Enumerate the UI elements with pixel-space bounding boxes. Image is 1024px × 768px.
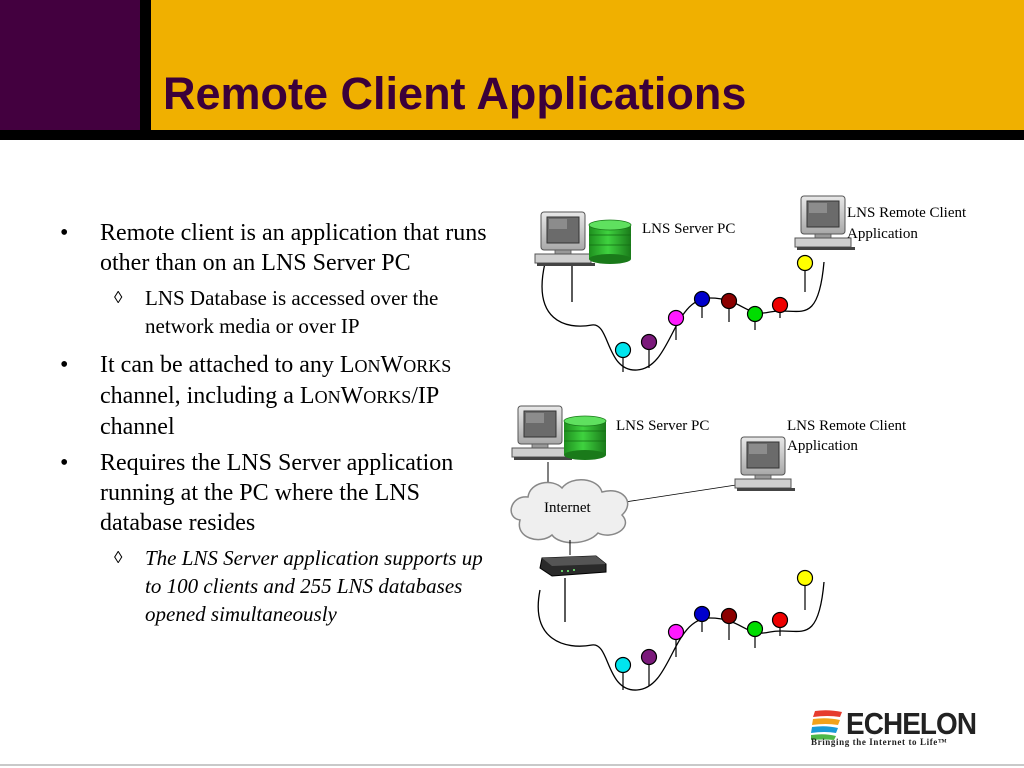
echelon-logo-tagline: Bringing the Internet to Life™ xyxy=(811,737,948,747)
bottom-remote-label-line1: LNS Remote Client xyxy=(787,418,907,434)
node-blue xyxy=(693,605,711,623)
top-remote-pc-icon xyxy=(794,195,856,251)
top-channel-diagram xyxy=(534,195,856,372)
header-accent-block xyxy=(0,0,140,132)
node-green xyxy=(746,620,764,638)
node-magenta xyxy=(667,623,685,641)
node-blue xyxy=(693,290,711,308)
sub-bullet-text: LNS Database is accessed over the networ… xyxy=(145,286,439,338)
node-magenta xyxy=(667,309,685,327)
top-server-label: LNS Server PC xyxy=(642,221,736,237)
internet-cloud xyxy=(510,479,629,544)
node-yellow xyxy=(796,254,814,272)
top-database-icon xyxy=(588,219,632,265)
bullet-marker: • xyxy=(60,220,69,246)
node-red xyxy=(771,296,789,314)
bullet-item: • It can be attached to any LONWORKS cha… xyxy=(60,350,500,442)
sub-bullet-item: ◊ The LNS Server application supports up… xyxy=(60,544,500,628)
node-cyan xyxy=(614,656,632,674)
bullet-text-lonworks: It can be attached to any LONWORKS chann… xyxy=(100,352,452,440)
sub-bullet-marker: ◊ xyxy=(114,288,123,307)
bottom-server-pc-icon xyxy=(511,405,573,461)
header-band xyxy=(0,0,1024,137)
bottom-remote-pc-icon xyxy=(734,436,796,492)
bullet-list: • Remote client is an application that r… xyxy=(60,218,500,638)
bullet-item: • Remote client is an application that r… xyxy=(60,218,500,278)
bottom-database-icon xyxy=(563,415,607,461)
node-red xyxy=(771,611,789,629)
echelon-logo: ECHELON Bringing the Internet to Life™ xyxy=(808,706,978,750)
bottom-remote-label-line2: Application xyxy=(787,438,858,454)
bottom-channel-diagram xyxy=(510,405,825,691)
internet-link-line xyxy=(624,484,737,503)
node-cyan xyxy=(614,341,632,359)
bottom-channel-line xyxy=(537,581,825,691)
bullet-text: Requires the LNS Server application runn… xyxy=(100,450,454,536)
sub-bullet-text: The LNS Server application supports up t… xyxy=(145,546,483,626)
node-darkred xyxy=(720,292,738,310)
bullet-marker: • xyxy=(60,450,69,476)
echelon-logo-icon xyxy=(811,710,842,740)
sub-bullet-marker: ◊ xyxy=(114,548,123,567)
slide-title: Remote Client Applications xyxy=(163,68,747,119)
node-darkred xyxy=(720,607,738,625)
footer-divider xyxy=(0,764,1024,766)
bullet-text: Remote client is an application that run… xyxy=(100,220,487,276)
top-server-pc-icon xyxy=(534,211,596,267)
node-purple xyxy=(640,648,658,666)
sub-bullet-item: ◊ LNS Database is accessed over the netw… xyxy=(60,284,500,340)
top-remote-label-line1: LNS Remote Client xyxy=(847,205,967,221)
node-purple xyxy=(640,333,658,351)
top-remote-label-line2: Application xyxy=(847,226,918,242)
echelon-logo-wordmark: ECHELON xyxy=(846,706,977,741)
bullet-marker: • xyxy=(60,352,69,378)
node-yellow xyxy=(796,569,814,587)
internet-label: Internet xyxy=(544,500,591,516)
node-green xyxy=(746,305,764,323)
header-divider-vertical xyxy=(140,0,151,137)
bullet-item: • Requires the LNS Server application ru… xyxy=(60,448,500,538)
bottom-server-label: LNS Server PC xyxy=(616,418,710,434)
header-divider-horizontal xyxy=(0,130,1024,140)
router-icon xyxy=(539,555,607,577)
